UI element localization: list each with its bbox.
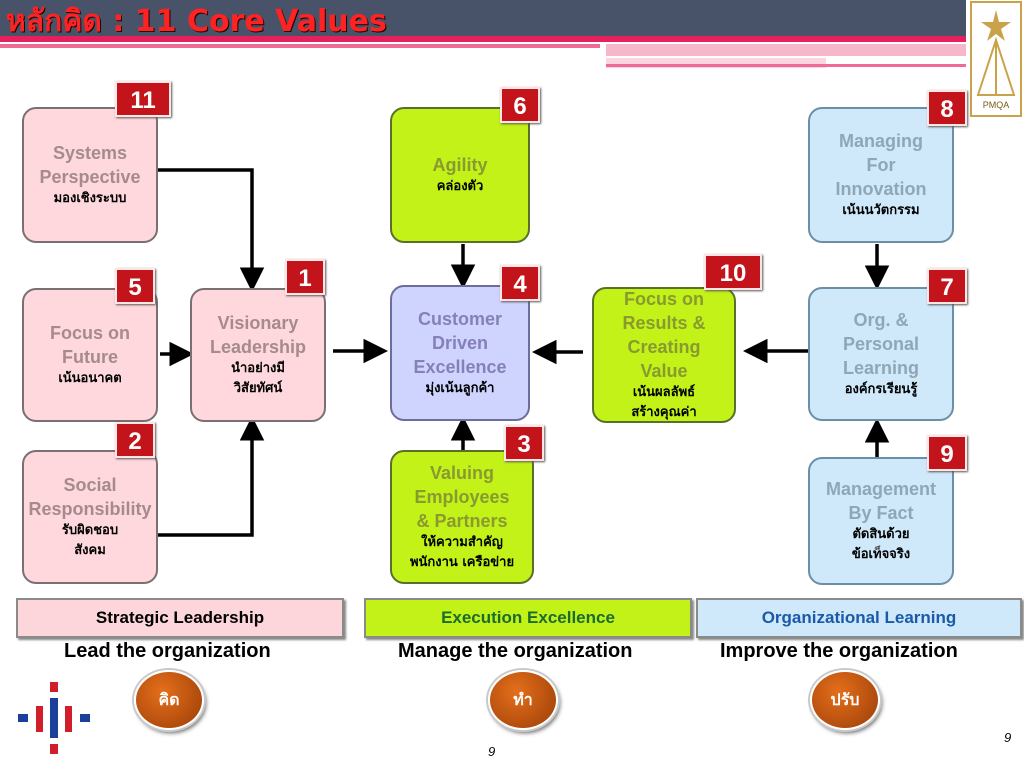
header-stripe (606, 44, 966, 56)
number-badge: 11 (115, 81, 171, 117)
box-label-th: ให้ความสำคัญ พนักงาน เครือข่าย (409, 535, 515, 570)
box-social-responsibility: Social Responsibility รับผิดชอบ สังคม (22, 450, 158, 584)
page-number-center: 9 (488, 744, 496, 759)
header-stripe (0, 44, 600, 48)
box-label-th: มองเชิงระบบ (53, 191, 127, 206)
number-badge: 7 (927, 268, 967, 304)
box-label-en: Agility (432, 155, 488, 175)
category-label: Organizational Learning (761, 608, 957, 627)
box-label-th: รับผิดชอบ สังคม (61, 523, 119, 558)
category-label: Execution Excellence (441, 608, 615, 627)
box-label-th: คล่องตัว (436, 179, 484, 194)
box-org-personal-learning: Org. & Personal Learning องค์กรเรียนรู้ (808, 287, 954, 421)
arrow-social-to-visionary (158, 416, 265, 537)
box-label-th: เน้นผลลัพธ์ สร้างคุณค่า (631, 385, 697, 420)
page-title: หลักคิด : 11 Core Values (6, 4, 387, 39)
box-label-en: Visionary Leadership (209, 313, 307, 357)
number-badge: 8 (927, 90, 967, 126)
organization-logo (18, 682, 90, 754)
category-bar-execution-excellence: Execution Excellence (364, 598, 692, 638)
box-label-th: เน้นอนาคต (58, 371, 122, 386)
number-badge: 6 (500, 87, 540, 123)
header-stripe (606, 58, 826, 68)
box-label-en: Org. & Personal Learning (842, 310, 920, 378)
box-label-th: นำอย่างมี วิสัยทัศน์ (231, 361, 285, 396)
caption-manage: Manage the organization (398, 640, 633, 662)
number-badge: 10 (704, 254, 762, 290)
box-label-en: Management By Fact (825, 479, 937, 523)
category-label: Strategic Leadership (95, 608, 265, 627)
action-circle-adjust: ปรับ (810, 670, 880, 730)
box-label-en: Focus on Future (50, 323, 130, 367)
box-visionary-leadership: Visionary Leadership นำอย่างมี วิสัยทัศน… (190, 288, 326, 422)
number-badge: 9 (927, 435, 967, 471)
category-bar-strategic-leadership: Strategic Leadership (16, 598, 344, 638)
action-circle-think: คิด (134, 670, 204, 730)
box-systems-perspective: Systems Perspective มองเชิงระบบ (22, 107, 158, 243)
title-bar (0, 0, 966, 36)
box-customer-driven-excellence: Customer Driven Excellence มุ่งเน้นลูกค้… (390, 285, 530, 421)
box-agility: Agility คล่องตัว (390, 107, 530, 243)
box-label-en: Social Responsibility (28, 475, 152, 519)
box-label-th: ตัดสินด้วย ข้อเท็จจริง (851, 527, 911, 562)
header-stripe (606, 64, 966, 67)
pmqa-logo: PMQA (968, 0, 1024, 120)
header-stripe (0, 36, 966, 42)
box-label-en: Customer Driven Excellence (413, 309, 507, 377)
box-label-en: Focus on Results & Creating Value (622, 289, 706, 381)
box-focus-on-results: Focus on Results & Creating Value เน้นผล… (592, 287, 736, 423)
number-badge: 3 (504, 425, 544, 461)
page-number-right: 9 (1004, 730, 1012, 745)
box-label-th: เน้นนวัตกรรม (842, 203, 920, 218)
logo-text: PMQA (983, 100, 1010, 110)
box-label-en: Systems Perspective (39, 143, 141, 187)
arrow-systems-to-visionary (158, 168, 265, 292)
number-badge: 1 (285, 259, 325, 295)
caption-improve: Improve the organization (720, 640, 958, 662)
box-valuing-employees: Valuing Employees & Partners ให้ความสำคั… (390, 450, 534, 584)
caption-lead: Lead the organization (64, 640, 271, 662)
box-focus-on-future: Focus on Future เน้นอนาคต (22, 288, 158, 422)
number-badge: 4 (500, 265, 540, 301)
box-label-th: องค์กรเรียนรู้ (844, 382, 918, 397)
action-circle-do: ทำ (488, 670, 558, 730)
number-badge: 5 (115, 268, 155, 304)
box-label-en: Valuing Employees & Partners (414, 463, 510, 531)
category-bar-organizational-learning: Organizational Learning (696, 598, 1022, 638)
number-badge: 2 (115, 422, 155, 458)
box-management-by-fact: Management By Fact ตัดสินด้วย ข้อเท็จจริ… (808, 457, 954, 585)
box-managing-for-innovation: Managing For Innovation เน้นนวัตกรรม (808, 107, 954, 243)
box-label-th: มุ่งเน้นลูกค้า (425, 381, 495, 396)
box-label-en: Managing For Innovation (835, 131, 927, 199)
